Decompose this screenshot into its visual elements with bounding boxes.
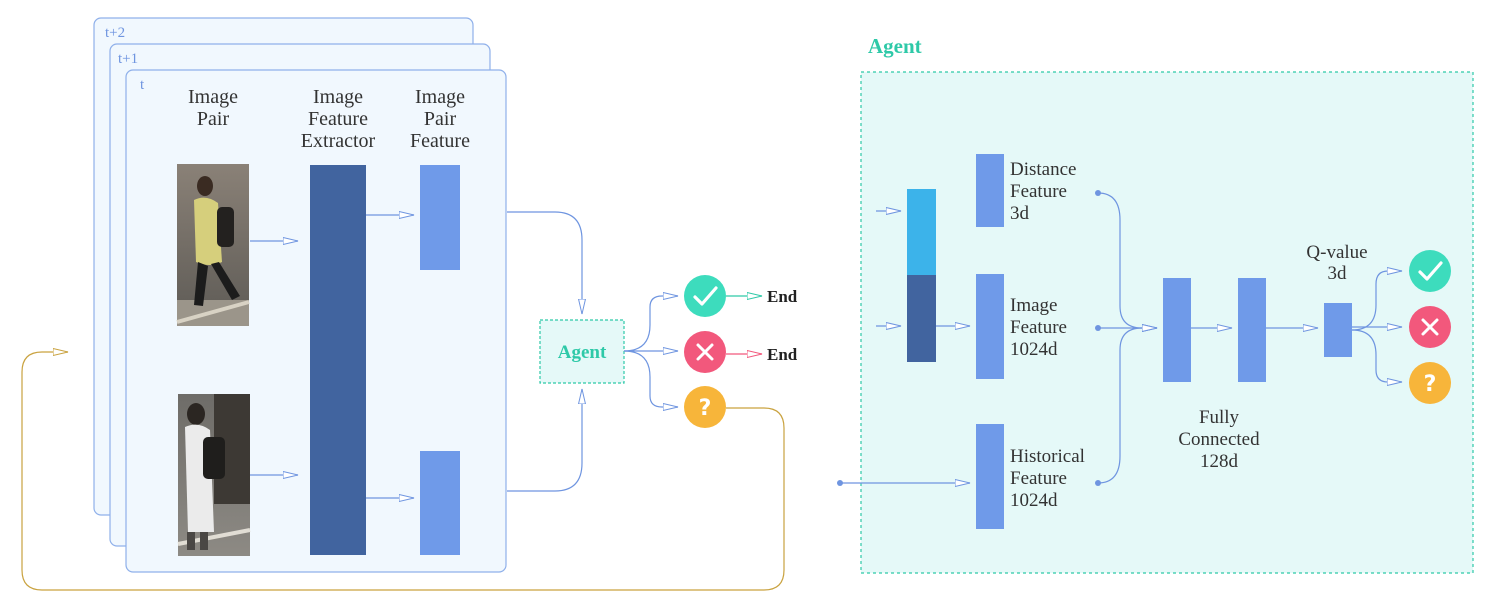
person-image-top (176, 164, 250, 326)
header-pair-feature: Image Pair Feature (410, 86, 470, 152)
pair-feature-bar-top (420, 165, 460, 270)
image-feature-line-2: Feature (1010, 317, 1067, 338)
connector-agent-to-unsure (623, 350, 678, 407)
agent-box-small-label: Agent (558, 342, 607, 363)
distance-feature-line-1: Distance (1010, 159, 1076, 180)
fc-label-line-2: Connected (1178, 429, 1260, 450)
image-feature-label: Image Feature 1024d (1010, 295, 1067, 360)
frame-label-t: t (140, 77, 145, 93)
header-image-pair-line-1: Image (188, 86, 238, 108)
loop-back-connector (21, 352, 785, 591)
connector-frame-to-agent-top (507, 211, 582, 314)
distance-feature-line-2: Feature (1010, 181, 1067, 202)
person-image-bottom (177, 394, 251, 556)
header-extractor-line-1: Image (313, 86, 363, 108)
image-feature-bar (976, 274, 1004, 379)
agent-box-small: Agent (539, 319, 625, 384)
header-image-pair: Image Pair (188, 86, 238, 130)
frame-label-t2: t+2 (105, 25, 125, 41)
connector-agent-to-match (623, 296, 678, 352)
distance-feature-line-3: 3d (1010, 203, 1030, 224)
feature-extractor-bar (310, 165, 366, 555)
check-icon-left (684, 275, 726, 317)
cross-icon-right (1409, 306, 1451, 348)
question-icon-left: ? (684, 386, 726, 428)
header-pair-feature-line-1: Image (415, 86, 465, 108)
question-icon-right: ? (1409, 362, 1451, 404)
header-pair-feature-line-3: Feature (410, 130, 470, 152)
image-feature-line-3: 1024d (1010, 339, 1058, 360)
distance-feature-bar (976, 154, 1004, 227)
image-feature-line-1: Image (1010, 295, 1057, 316)
connector-q-to-unsure (1351, 329, 1402, 382)
historical-feature-line-1: Historical (1010, 446, 1085, 467)
fc-label-line-1: Fully (1199, 407, 1240, 428)
q-value-bar (1324, 303, 1352, 357)
q-value-line-1: Q-value (1306, 242, 1367, 263)
historical-feature-label: Historical Feature 1024d (1010, 446, 1085, 511)
header-extractor-line-3: Extractor (301, 130, 376, 152)
cross-icon-left (684, 331, 726, 373)
fc-label-line-3: 128d (1200, 451, 1239, 472)
end-label-nomatch: End (767, 345, 798, 364)
input-bar-distance-part (907, 189, 936, 275)
frame-label-t1: t+1 (118, 51, 138, 67)
connector-distance-to-fc (1097, 192, 1157, 328)
question-glyph-left: ? (699, 396, 712, 421)
question-glyph-right: ? (1424, 372, 1437, 397)
header-feature-extractor: Image Feature Extractor (301, 86, 376, 152)
pair-feature-bar-bottom (420, 451, 460, 555)
connector-frame-to-agent-bottom (507, 389, 582, 492)
connector-historical-to-fc (1097, 328, 1157, 484)
header-pair-feature-line-2: Pair (424, 108, 457, 130)
fully-connected-label: Fully Connected 128d (1178, 407, 1260, 472)
check-icon-right (1409, 250, 1451, 292)
header-extractor-line-2: Feature (308, 108, 368, 130)
fc-layer-2 (1238, 278, 1266, 382)
q-value-label: Q-value 3d (1306, 242, 1367, 284)
fc-layer-1 (1163, 278, 1191, 382)
agent-panel-title: Agent (868, 34, 922, 58)
distance-feature-label: Distance Feature 3d (1010, 159, 1076, 224)
historical-feature-line-3: 1024d (1010, 490, 1058, 511)
end-label-match: End (767, 287, 798, 306)
historical-feature-line-2: Feature (1010, 468, 1067, 489)
q-value-line-2: 3d (1328, 263, 1348, 284)
header-image-pair-line-2: Pair (197, 108, 230, 130)
input-bar-image-part (907, 275, 936, 362)
historical-feature-bar (976, 424, 1004, 529)
